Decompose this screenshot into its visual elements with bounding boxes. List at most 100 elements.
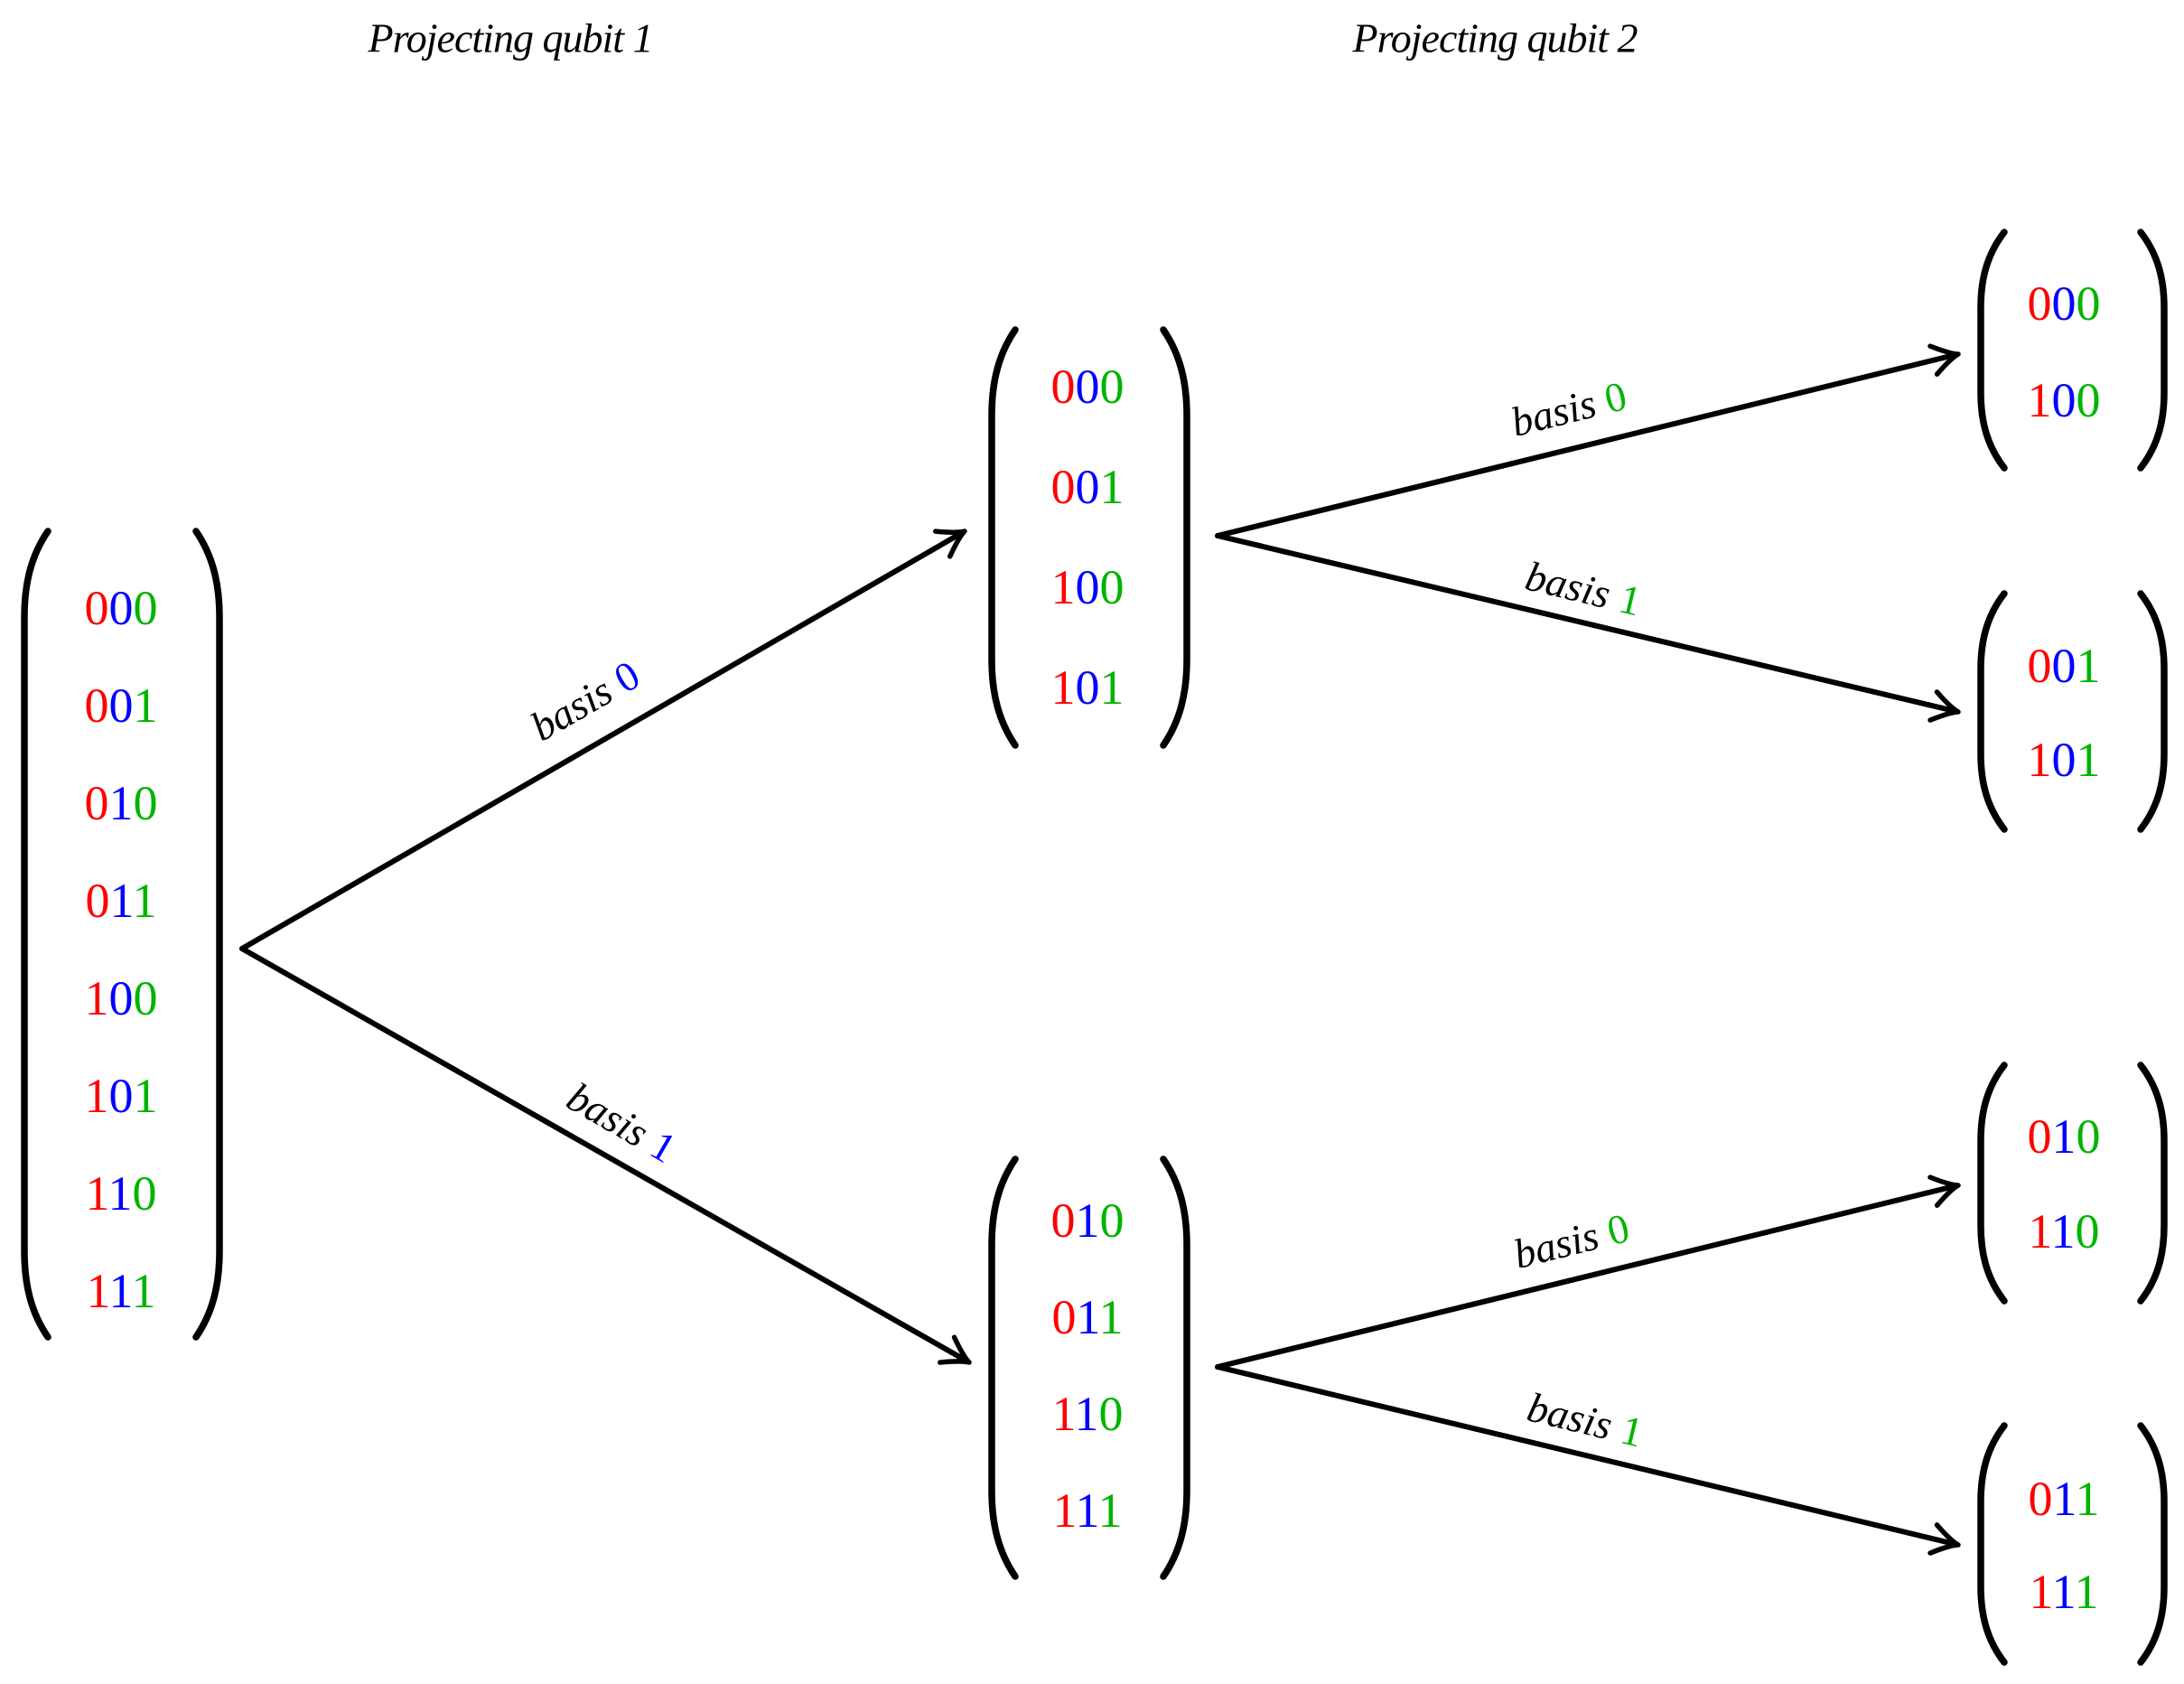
digit: 0 [1075, 560, 1100, 614]
digit: 0 [1050, 1193, 1076, 1248]
paren-left [1977, 1422, 2008, 1666]
digit: 1 [2051, 1109, 2077, 1164]
arrow-line [1215, 351, 1959, 538]
digit: 0 [1050, 360, 1076, 414]
digit: 0 [1050, 460, 1076, 514]
vector-entry: 100 [2028, 376, 2101, 425]
digit: 0 [2027, 276, 2052, 331]
vector-entry: 011 [2029, 1474, 2100, 1523]
digit: 1 [2029, 1565, 2052, 1619]
paren-left [1977, 590, 2008, 833]
digit: 0 [2027, 1109, 2052, 1164]
digit: 0 [1051, 1290, 1077, 1344]
vector-entry: 101 [2028, 735, 2101, 784]
paren-left [988, 326, 1019, 749]
digit: 0 [84, 581, 109, 635]
digit: 1 [2074, 1565, 2099, 1619]
digit: 1 [1052, 1483, 1076, 1538]
digit: 1 [2027, 373, 2052, 427]
vector-entry: 100 [85, 974, 158, 1023]
digit: 0 [133, 581, 158, 635]
digit: 1 [132, 874, 157, 928]
digit: 1 [2075, 1472, 2100, 1526]
digit: 0 [2076, 373, 2101, 427]
digit: 1 [107, 1166, 133, 1221]
paren-left [1977, 229, 2008, 472]
digit: 1 [1074, 1387, 1099, 1441]
digit: 0 [1099, 360, 1125, 414]
digit: 1 [84, 1069, 109, 1123]
digit: 1 [1076, 1290, 1099, 1344]
digit: 1 [84, 971, 109, 1025]
vector-entry: 110 [1052, 1389, 1124, 1438]
digit: 1 [2027, 733, 2052, 787]
vector-entry: 111 [1053, 1486, 1123, 1535]
digit: 0 [108, 1069, 134, 1123]
title-projecting-qubit-2: Projecting qubit 2 [1352, 14, 1638, 61]
paren-left [21, 528, 51, 1341]
digit: 1 [1099, 660, 1125, 715]
digit: 0 [84, 678, 109, 733]
paren-right [2137, 1422, 2168, 1666]
digit: 0 [2076, 1109, 2101, 1164]
digit: 0 [132, 1166, 157, 1221]
digit: 1 [133, 1069, 158, 1123]
vector-entry: 001 [1051, 463, 1125, 511]
paren-left [988, 1155, 1019, 1580]
arrowhead-icon [1927, 343, 1961, 377]
vector-entry: 111 [87, 1267, 156, 1315]
digit: 1 [85, 1166, 108, 1221]
paren-right [2137, 229, 2168, 472]
digit: 0 [1099, 560, 1125, 614]
arrowhead-icon [1927, 689, 1961, 723]
digit: 1 [1097, 1483, 1123, 1538]
digit: 1 [1051, 1387, 1075, 1441]
vector-entry: 000 [1051, 362, 1125, 411]
vector-entry: 010 [85, 779, 158, 828]
vector-entry: 010 [1051, 1196, 1125, 1245]
digit: 0 [2051, 373, 2077, 427]
arrowhead-icon [938, 1334, 972, 1365]
digit: 0 [1098, 1387, 1124, 1441]
digit: 0 [2051, 276, 2077, 331]
vector-entry: 101 [1051, 663, 1125, 712]
digit: 1 [2076, 639, 2101, 693]
digit: 0 [133, 776, 158, 830]
vector-entry: 110 [86, 1169, 157, 1218]
vector-entry: 011 [86, 876, 157, 925]
vector-entry: 111 [2030, 1567, 2099, 1616]
vector-entry: 001 [2028, 641, 2101, 690]
paren-right [192, 528, 223, 1341]
arrow-line [239, 529, 966, 951]
digit: 1 [2050, 1204, 2076, 1258]
digit: 1 [109, 874, 133, 928]
paren-right [1160, 326, 1190, 749]
paren-left [1977, 1062, 2008, 1305]
vector-entry: 000 [2028, 279, 2101, 328]
arrow-line [1215, 533, 1959, 715]
digit: 1 [2052, 1472, 2076, 1526]
digit: 1 [108, 1264, 132, 1318]
digit: 1 [131, 1264, 156, 1318]
digit: 1 [1098, 1290, 1124, 1344]
digit: 0 [2076, 276, 2101, 331]
digit: 1 [1050, 660, 1076, 715]
arrow-line [239, 946, 970, 1364]
arrow-line [1215, 1183, 1959, 1370]
digit: 0 [1075, 360, 1100, 414]
digit: 0 [2051, 639, 2077, 693]
digit: 0 [2075, 1204, 2100, 1258]
digit: 1 [1075, 1483, 1098, 1538]
digit: 1 [1099, 460, 1125, 514]
vector-entry: 101 [85, 1071, 158, 1120]
digit: 1 [1075, 1193, 1100, 1248]
title-projecting-qubit-1: Projecting qubit 1 [368, 14, 653, 61]
digit: 1 [108, 776, 134, 830]
arrowhead-icon [933, 529, 967, 559]
digit: 0 [2028, 1472, 2053, 1526]
digit: 1 [2028, 1204, 2051, 1258]
digit: 1 [86, 1264, 109, 1318]
arrow-line [1215, 1364, 1959, 1548]
digit: 0 [108, 581, 134, 635]
